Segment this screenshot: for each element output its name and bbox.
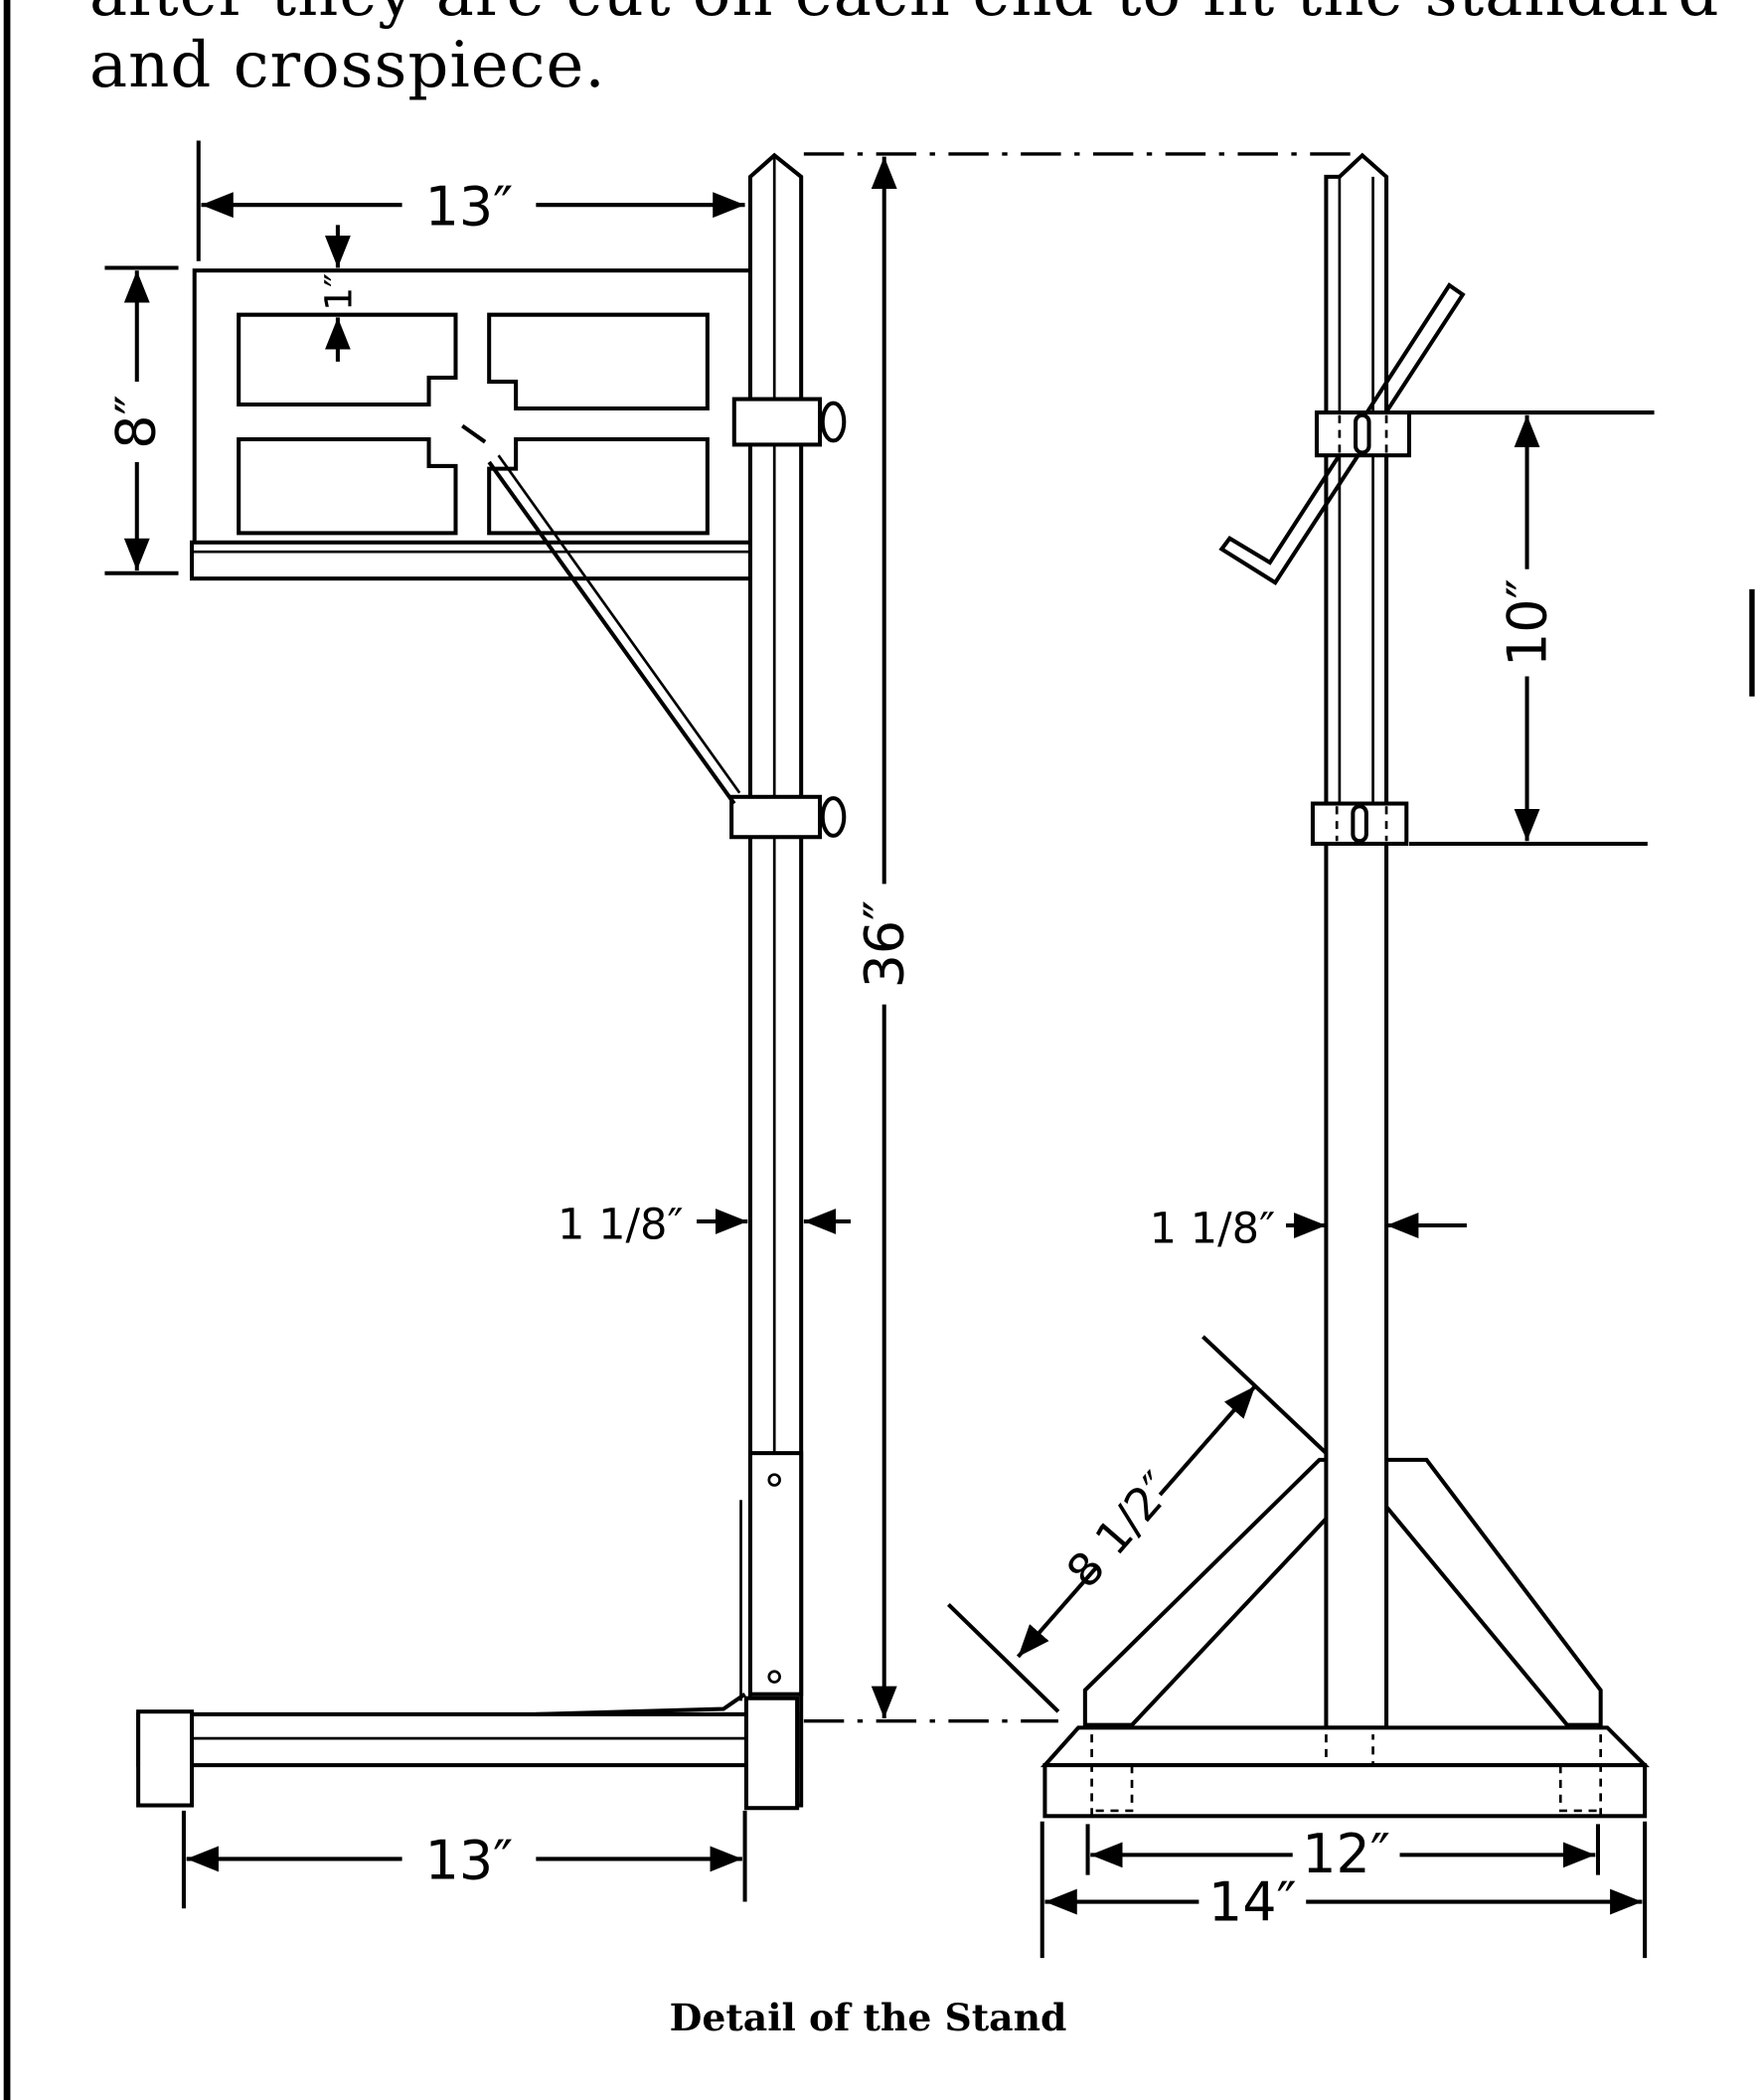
crank-handle — [1218, 282, 1466, 585]
paragraph-line: and crosspiece. — [89, 29, 606, 102]
clamp — [1310, 801, 1409, 846]
dim-foot-outer: 14″ — [1208, 1870, 1297, 1933]
front-view: 10″ 1 1/8″ 8 1/2″ 12″ 14″ — [946, 152, 1655, 1959]
desk-window — [487, 436, 710, 536]
clamp-knob — [820, 796, 847, 838]
clamp — [729, 794, 823, 840]
dim-desk-width: 13″ — [425, 175, 514, 238]
base-top — [1039, 1725, 1651, 1768]
base-end-block — [136, 1709, 195, 1808]
desk-window — [487, 312, 710, 411]
clamp-knob — [820, 401, 847, 443]
figure-caption: Detail of the Stand — [670, 1996, 1067, 2039]
paragraph-line: after they are cut on each end to fit th… — [89, 0, 1718, 30]
dim-desk-height: 8″ — [104, 395, 167, 448]
clamp — [1314, 410, 1411, 458]
base-end-block — [743, 1696, 800, 1811]
dim-base-length: 13″ — [425, 1830, 514, 1892]
dim-foot-inner: 12″ — [1302, 1823, 1390, 1885]
dim-standard-thickness: 1 1/8″ — [558, 1201, 684, 1250]
desk-ledge — [189, 540, 752, 581]
brace-rod — [487, 460, 736, 805]
base-foot — [1042, 1763, 1648, 1819]
standard-post — [1324, 152, 1389, 1730]
side-view: 13″ 8″ 1″ 36″ 1 1/8″ 13″ — [104, 140, 1360, 1909]
leg-right — [1384, 1457, 1603, 1727]
dim-clamp-spacing: 10″ — [1496, 578, 1558, 667]
body-paragraph: after they are cut on each end to fit th… — [89, 0, 1718, 102]
dim-frame-width: 1″ — [316, 273, 360, 311]
dim-front-thickness: 1 1/8″ — [1150, 1205, 1276, 1254]
desk-window — [237, 436, 458, 536]
dim-standard-height: 36″ — [854, 900, 916, 989]
clamp — [731, 397, 823, 447]
base-bracket — [747, 1451, 804, 1696]
desk-window — [237, 312, 458, 406]
